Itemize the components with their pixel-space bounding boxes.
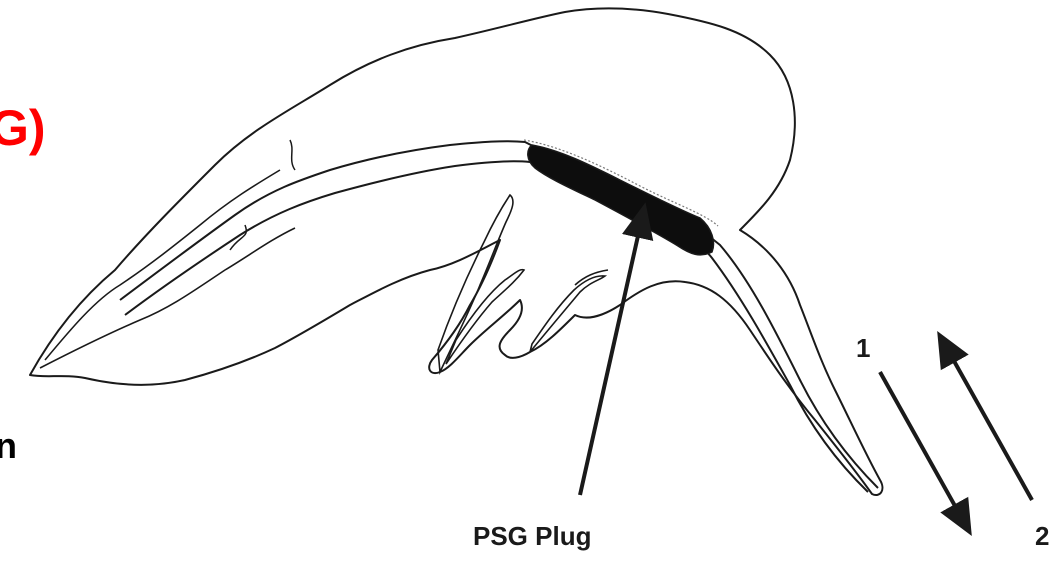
arrow-2-label: 2 xyxy=(1035,521,1049,551)
direction-arrow-2 xyxy=(945,345,1032,500)
psg-plug-shape xyxy=(528,145,714,255)
duct-upper-wall xyxy=(120,141,878,488)
duct-detail-2 xyxy=(230,225,246,250)
duct-detail-1 xyxy=(290,140,295,170)
fringe-line-lower xyxy=(40,228,295,368)
arrow-1-label: 1 xyxy=(856,333,870,363)
psg-plug-pointer-arrow xyxy=(580,218,642,495)
appendage-2 xyxy=(446,270,524,364)
duct-lower-wall xyxy=(125,161,868,492)
organ-outer-outline xyxy=(30,8,882,495)
appendage-3 xyxy=(530,276,605,352)
fringe-line-upper xyxy=(45,170,280,360)
direction-arrow-1 xyxy=(880,372,964,522)
psg-plug-label: PSG Plug xyxy=(473,521,591,551)
